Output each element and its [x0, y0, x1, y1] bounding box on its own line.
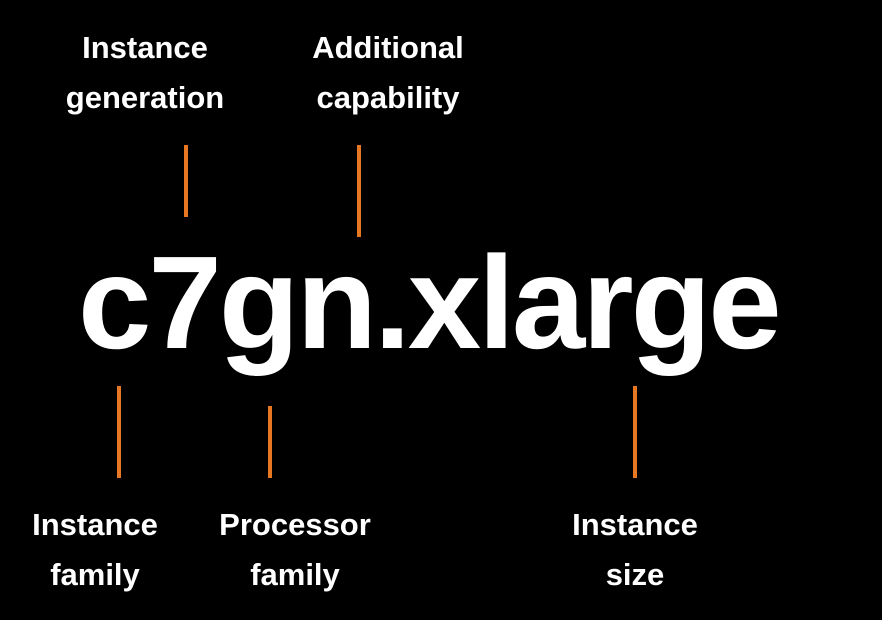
label-instance-size-line-2: size — [605, 557, 665, 592]
label-instance-generation-line-2: generation — [65, 80, 225, 115]
label-additional-capability: Additional capability — [278, 23, 498, 123]
connector-additional-capability — [357, 145, 361, 237]
label-instance-generation-line-1: Instance — [82, 30, 208, 65]
label-additional-capability-line-1: Additional — [312, 30, 464, 65]
label-instance-size: Instance size — [525, 500, 745, 600]
label-instance-family-line-1: Instance — [32, 507, 158, 542]
connector-instance-family — [117, 386, 121, 478]
label-additional-capability-line-2: capability — [316, 80, 460, 115]
connector-processor-family — [268, 406, 272, 478]
label-instance-generation: Instance generation — [35, 23, 255, 123]
connector-instance-size — [633, 386, 637, 478]
instance-type-name: c7gn.xlarge — [78, 229, 782, 376]
label-instance-family: Instance family — [0, 500, 205, 600]
label-processor-family-line-2: family — [250, 557, 340, 592]
label-processor-family: Processor family — [185, 500, 405, 600]
connector-instance-generation — [184, 145, 188, 217]
label-processor-family-line-1: Processor — [219, 507, 371, 542]
label-instance-family-line-2: family — [50, 557, 140, 592]
label-instance-size-line-1: Instance — [572, 507, 698, 542]
